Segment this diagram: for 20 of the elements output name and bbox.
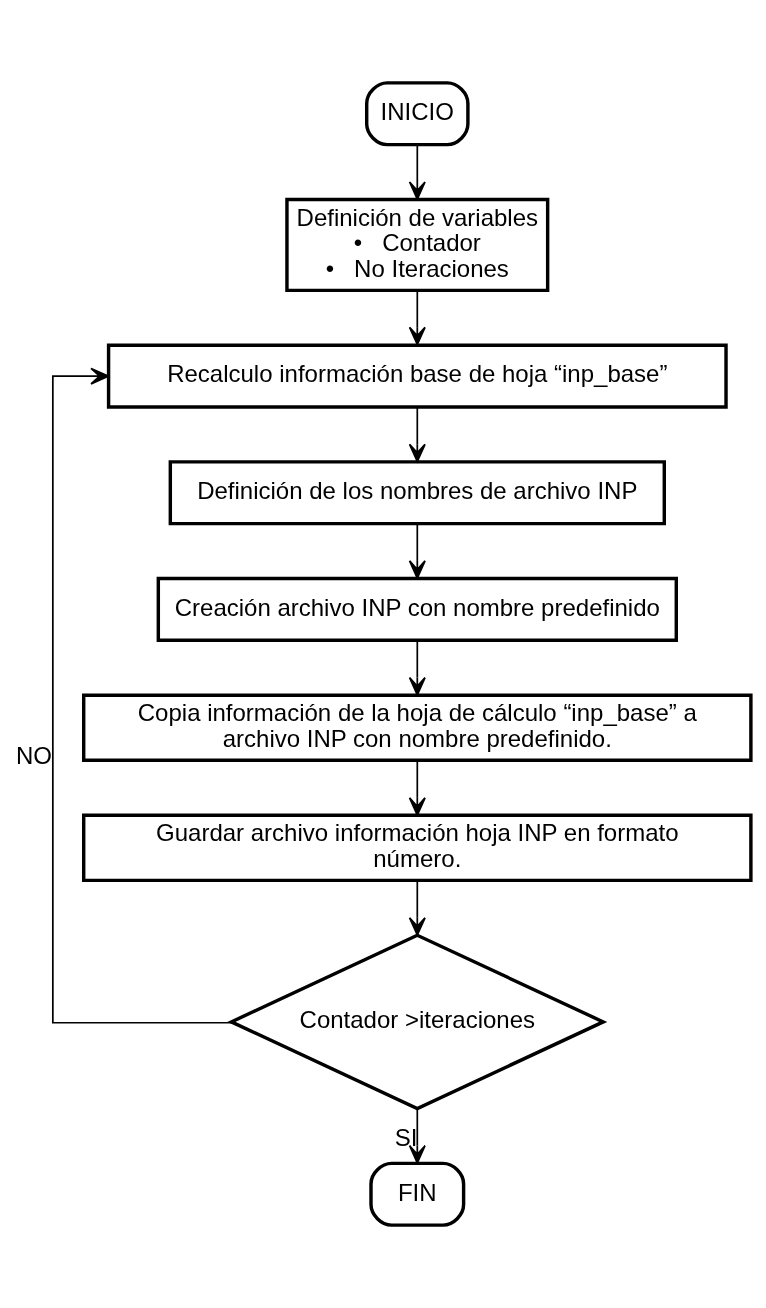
arrow — [52, 367, 234, 1024]
arrow — [408, 879, 426, 936]
arrow — [408, 289, 426, 346]
arrow — [408, 143, 426, 200]
arrow — [408, 406, 426, 463]
arrow — [408, 759, 426, 816]
node-box: Definición de los nombres de archivo INP — [168, 460, 666, 526]
node-box: Copia información de la hoja de cálculo “inp_base” a archivo INP con nombre predefinido. — [82, 693, 753, 763]
arrow — [408, 1107, 426, 1164]
node-diamond: Contador >iteraciones — [227, 933, 608, 1111]
node-box: Creación archivo INP con nombre predefinido — [156, 576, 678, 642]
node-box: INICIO — [365, 81, 470, 147]
edge-label: NO — [15, 741, 52, 769]
arrow — [408, 639, 426, 696]
node-box: FIN — [369, 1161, 466, 1227]
node-box: Definición de variables • Contador • No Iteraciones — [285, 197, 550, 293]
edge-label: SI — [394, 1124, 418, 1152]
arrow — [408, 523, 426, 579]
node-box: Guardar archivo información hoja INP en formato número. — [82, 813, 753, 883]
node-box: Recalculo información base de hoja “inp_base” — [106, 343, 728, 409]
